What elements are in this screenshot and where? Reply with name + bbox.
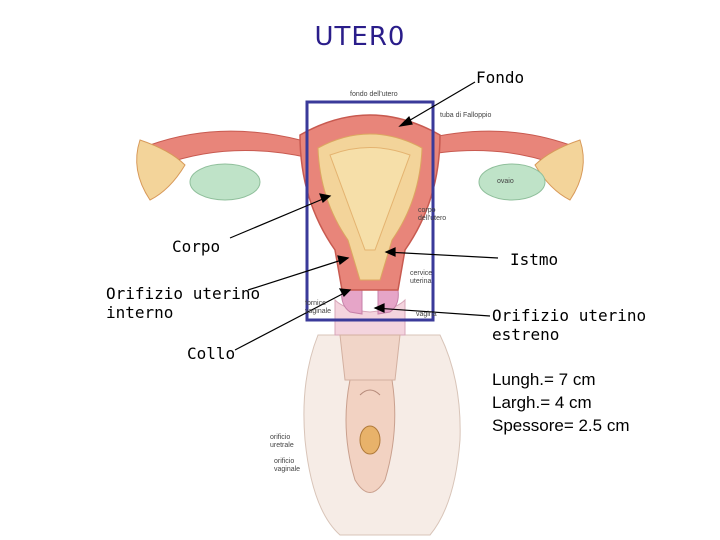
fornice-label: fornice vaginale [305, 300, 331, 316]
fondo-utero-label: fondo dell'utero [350, 91, 398, 99]
corpo-utero-label: corpo dell'utero [418, 207, 446, 223]
istmo-label: Istmo [510, 250, 558, 269]
thickness-measure: Spessore= 2.5 cm [492, 416, 630, 436]
page-title: UTER0 [0, 22, 720, 52]
vagina-illustration [335, 290, 405, 380]
left-ovary [190, 164, 260, 200]
fondo-label: Fondo [476, 68, 524, 87]
collo-label: Collo [187, 344, 235, 363]
vagina-label: vagina [416, 311, 437, 319]
cervice-label: cervice uterina [410, 270, 432, 286]
orificio-vaginale-label: orificio vaginale [274, 458, 300, 474]
uterus-body-illustration [300, 115, 440, 290]
tuba-label: tuba di Falloppio [440, 112, 491, 120]
length-measure: Lungh.= 7 cm [492, 370, 596, 390]
ovaio-label: ovaio [497, 178, 514, 186]
orifizio-esterno-label: Orifizio uterino estreno [492, 306, 646, 344]
orifizio-interno-label: Orifizio uterino interno [106, 284, 260, 322]
corpo-label: Corpo [172, 237, 220, 256]
width-measure: Largh.= 4 cm [492, 393, 592, 413]
orificio-uretrale-label: orificio uretrale [270, 434, 294, 450]
